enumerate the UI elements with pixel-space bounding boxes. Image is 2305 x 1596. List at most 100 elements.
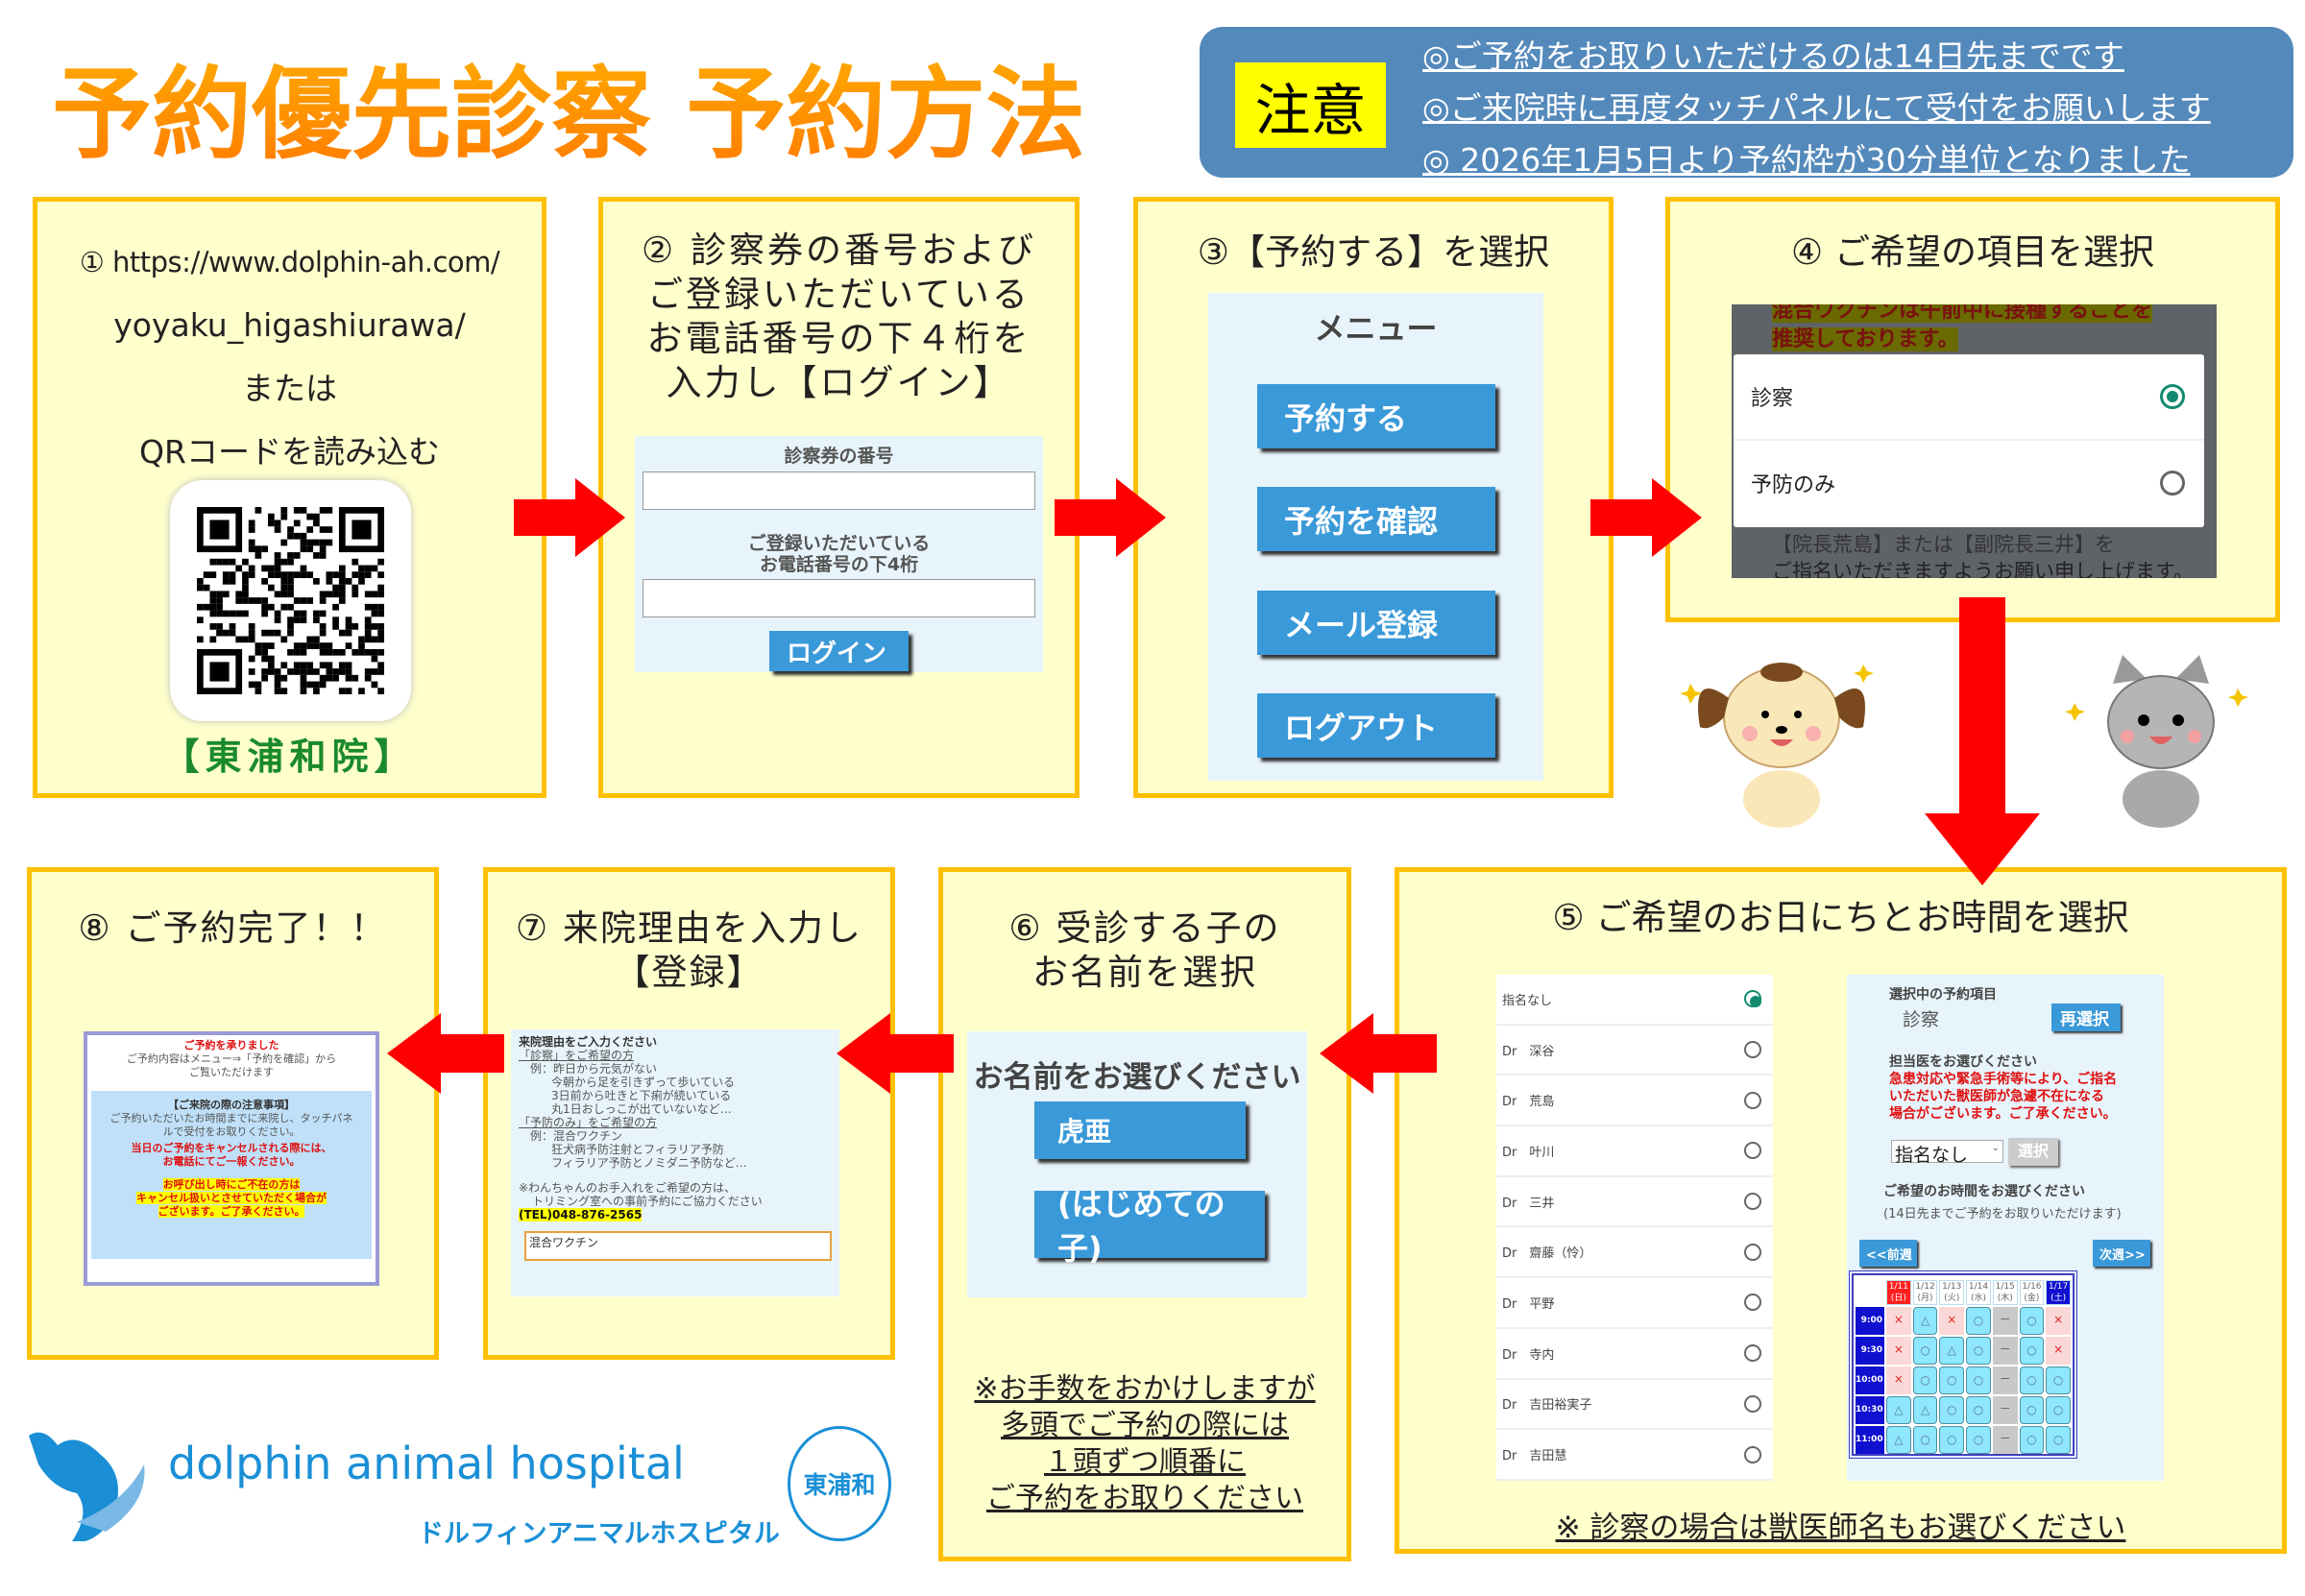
- step-3-panel: ③【予約する】を選択 メニュー 予約する 予約を確認 メール登録 ログアウト: [1133, 197, 1614, 798]
- prev-week-button[interactable]: <<前週: [1859, 1240, 1917, 1267]
- arrow-right-icon: [1055, 478, 1166, 557]
- time-slot[interactable]: ○: [1966, 1396, 1991, 1424]
- radio-icon: [1744, 1445, 1761, 1463]
- date-header: 1/12(月): [1912, 1280, 1938, 1305]
- overlay-text: 【院長荒島】または【副院長三井】を: [1772, 533, 2115, 556]
- radio-icon: [1744, 1243, 1761, 1261]
- reserve-button[interactable]: 予約する: [1257, 384, 1495, 448]
- notice-line: ◎ 2026年1月5日より予約枠が30分単位となりました: [1422, 141, 2191, 179]
- time-slot[interactable]: ○: [2046, 1366, 2071, 1394]
- schedule-screen: 選択中の予約項目 診察 再選択 担当医をお選びください 急患対応や緊急手術等によ…: [1847, 975, 2164, 1481]
- time-slot[interactable]: ○: [1939, 1366, 1965, 1394]
- time-slot[interactable]: ○: [1966, 1366, 1991, 1394]
- time-slot[interactable]: ○: [2046, 1396, 2071, 1424]
- time-slot[interactable]: ○: [2019, 1366, 2045, 1394]
- logo-japanese: ドルフィンアニマルホスピタル: [418, 1519, 780, 1549]
- card-number-input[interactable]: [643, 472, 1035, 510]
- doctor-option[interactable]: Dr 三井: [1496, 1177, 1773, 1228]
- time-slot[interactable]: ○: [2019, 1426, 2045, 1454]
- time-slot: ×: [1886, 1337, 1911, 1365]
- date-header: 1/14(水): [1966, 1280, 1991, 1305]
- example: 3日前から吐きと下痢が続いている: [551, 1089, 732, 1102]
- step-7-title: 【登録】: [614, 952, 764, 993]
- completion-screen: ご予約を承りました ご予約内容はメニュー⇒「予約を確認」から ご覧いただけます …: [84, 1031, 379, 1286]
- doctor-option[interactable]: Dr 齋藤（怜）: [1496, 1227, 1773, 1279]
- time-slot[interactable]: ○: [1966, 1337, 1991, 1365]
- doctor-name: Dr 三井: [1502, 1196, 1555, 1211]
- done-message: ご予約を承りました: [183, 1039, 279, 1052]
- login-button[interactable]: ログイン: [769, 631, 909, 671]
- time-slot[interactable]: ○: [2046, 1426, 2071, 1454]
- time-slot: ×: [1939, 1307, 1965, 1335]
- step-8-title: ⑧ ご予約完了！！: [78, 907, 388, 949]
- mail-register-button[interactable]: メール登録: [1257, 591, 1495, 655]
- doctor-option[interactable]: Dr 吉田裕実子: [1496, 1380, 1773, 1431]
- next-week-button[interactable]: 次週>>: [2093, 1240, 2150, 1267]
- time-slot[interactable]: △: [1886, 1396, 1911, 1424]
- time-slot[interactable]: △: [1912, 1307, 1938, 1335]
- time-slot: ×: [1886, 1307, 1911, 1335]
- time-label: 9:00: [1856, 1307, 1884, 1335]
- example: 丸1日おしっこが出ていないなど…: [551, 1102, 732, 1116]
- option-shinsatsu[interactable]: 診察: [1734, 354, 2204, 441]
- time-slot[interactable]: ○: [1912, 1366, 1938, 1394]
- time-prompt: ご希望のお時間をお選びください: [1883, 1184, 2085, 1199]
- radio-icon: [1744, 1193, 1761, 1211]
- radio-selected-icon: [2160, 384, 2185, 409]
- pet-button[interactable]: 虎亜: [1034, 1101, 1246, 1159]
- time-slot[interactable]: ○: [1939, 1426, 1965, 1454]
- time-slot[interactable]: ○: [2019, 1396, 2045, 1424]
- qr-code[interactable]: [170, 480, 411, 721]
- doctor-option[interactable]: Dr 深谷: [1496, 1026, 1773, 1076]
- time-slot[interactable]: △: [1886, 1426, 1911, 1454]
- time-slot[interactable]: △: [1939, 1337, 1965, 1365]
- date-header: 1/13(火): [1939, 1280, 1965, 1305]
- option-yobou[interactable]: 予防のみ: [1734, 441, 2204, 525]
- step-1-text: ① https://www.dolphin-ah.com/ yoyaku_hig…: [37, 230, 542, 484]
- radio-icon: [1744, 990, 1761, 1008]
- time-slot[interactable]: ○: [2019, 1337, 2045, 1365]
- confirm-button[interactable]: 予約を確認: [1257, 487, 1495, 551]
- doctor-option[interactable]: 指名なし: [1496, 975, 1773, 1026]
- doctor-name: Dr 平野: [1502, 1296, 1555, 1312]
- time-slot[interactable]: ○: [1912, 1426, 1938, 1454]
- doctor-option[interactable]: Dr 寺内: [1496, 1329, 1773, 1380]
- step-7-title: ⑦ 来院理由を入力し: [516, 907, 862, 949]
- doctor-option[interactable]: Dr 叶川: [1496, 1126, 1773, 1177]
- new-pet-button[interactable]: (はじめての子): [1034, 1186, 1265, 1267]
- step-2-title: お電話番号の下４桁を: [646, 318, 1031, 359]
- phone-input[interactable]: [643, 579, 1035, 617]
- doctor-name: Dr 齋藤（怜）: [1502, 1246, 1592, 1262]
- select-button[interactable]: 選択: [2008, 1138, 2058, 1166]
- arrow-left-icon: [1320, 1013, 1437, 1094]
- dog-illustration: [1680, 663, 1874, 828]
- doctor-option[interactable]: Dr 吉田慧: [1496, 1430, 1773, 1481]
- option-label: 診察: [1751, 387, 1794, 411]
- pet-select-screen: お名前をお選びください 虎亜 (はじめての子): [967, 1031, 1307, 1297]
- time-slot[interactable]: ○: [1966, 1307, 1991, 1335]
- example: 例：昨日から元気がない: [530, 1062, 658, 1076]
- page-title: 予約優先診察 予約方法: [52, 33, 1085, 178]
- doctor-option[interactable]: Dr 荒島: [1496, 1076, 1773, 1127]
- time-slot[interactable]: ○: [1912, 1337, 1938, 1365]
- logout-button[interactable]: ログアウト: [1257, 693, 1495, 758]
- time-slot[interactable]: ○: [1966, 1426, 1991, 1454]
- menu-heading: メニュー: [1314, 310, 1438, 347]
- example: 例：混合ワクチン: [530, 1129, 623, 1143]
- reason-input[interactable]: 混合ワクチン: [524, 1231, 832, 1261]
- step-6-note: １頭ずつ順番に: [1044, 1445, 1246, 1479]
- arrow-right-icon: [514, 478, 625, 557]
- reselect-button[interactable]: 再選択: [2051, 1004, 2121, 1031]
- time-slot[interactable]: ○: [2019, 1307, 2045, 1335]
- dolphin-logo-icon: [29, 1432, 145, 1541]
- time-slot[interactable]: ○: [1939, 1396, 1965, 1424]
- absent-text: お呼び出し時にご不在の方は: [162, 1178, 301, 1191]
- radio-icon: [1744, 1344, 1761, 1363]
- step-6-note: 多頭でご予約の際には: [1001, 1409, 1289, 1442]
- url-link[interactable]: ① https://www.dolphin-ah.com/: [79, 246, 500, 278]
- doctor-select[interactable]: 指名なし⌄: [1891, 1140, 2003, 1166]
- time-slot[interactable]: △: [1912, 1396, 1938, 1424]
- notice-box: 注意 ◎ご予約をお取りいただけるのは14日先までです ◎ご来院時に再度タッチパネ…: [1200, 27, 2293, 179]
- step-2-panel: ② 診察券の番号および ご登録いただいている お電話番号の下４桁を 入力し【ログ…: [598, 197, 1080, 798]
- doctor-option[interactable]: Dr 平野: [1496, 1278, 1773, 1329]
